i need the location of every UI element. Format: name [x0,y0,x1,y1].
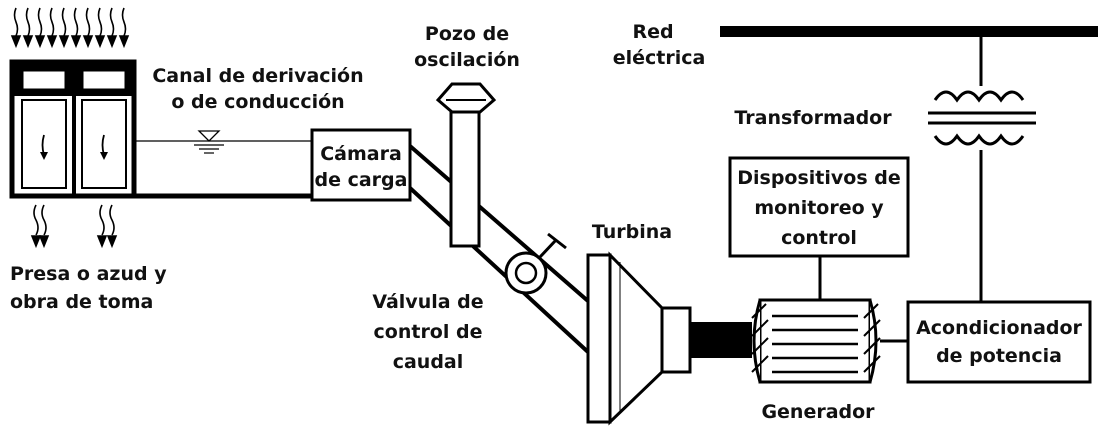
label-turbina: Turbina [592,221,672,243]
label-acondicionador-1: Acondicionador [916,317,1082,339]
rain-arrow [13,7,19,37]
rain-arrow-head [58,35,70,49]
monitoring-box [728,156,910,258]
rain-arrow [121,7,127,37]
rain-arrow-head [10,35,22,49]
outflow-arrows [30,204,118,249]
rain-arrow-head [94,35,106,49]
rain-arrow [49,7,55,37]
label-red-1: Red [632,21,673,43]
power-conditioner-box [906,300,1092,384]
rain-arrow [25,7,31,37]
grid-busbar [720,26,1098,37]
rain-arrow-head [118,35,130,49]
rain-arrow [85,7,91,37]
label-dispositivos-3: control [781,227,857,249]
flow-valve [504,232,567,295]
label-acondicionador-2: de potencia [936,345,1062,367]
rain-arrow [37,7,43,37]
label-generador: Generador [761,401,875,423]
label-valvula-1: Válvula de [372,291,483,313]
label-dispositivos-2: monitoreo y [754,197,884,219]
label-presa-1: Presa o azud y [10,263,167,285]
dam-intake [9,59,137,199]
label-presa-2: obra de toma [10,291,153,313]
label-dispositivos-1: Dispositivos de [737,167,901,189]
label-canal-1: Canal de derivación [152,65,363,87]
generator [751,298,881,384]
diversion-canal [134,130,312,199]
rain-arrow [109,7,115,37]
label-transformador: Transformador [734,107,892,129]
rain-arrow-head [106,35,118,49]
label-valvula-3: caudal [393,351,464,373]
turbine [586,251,692,426]
label-camara-2: de carga [315,169,408,191]
label-pozo-2: oscilación [414,49,520,71]
penstock [408,144,598,354]
rain-arrow-head [22,35,34,49]
rain-arrow-head [70,35,82,49]
surge-tank [435,82,497,248]
forebay-box [310,128,412,202]
rain-arrow [73,7,79,37]
rain-arrows [10,7,130,49]
rain-arrow [97,7,103,37]
transformer [928,37,1036,302]
label-red-2: eléctrica [613,47,706,69]
label-pozo-1: Pozo de [425,23,509,45]
label-camara-1: Cámara [320,143,402,165]
label-valvula-2: control de [374,321,483,343]
shaft [690,322,752,358]
rain-arrow-head [46,35,58,49]
rain-arrow [61,7,67,37]
rain-arrow-head [82,35,94,49]
rain-arrow-head [34,35,46,49]
label-canal-2: o de conducción [171,91,344,113]
